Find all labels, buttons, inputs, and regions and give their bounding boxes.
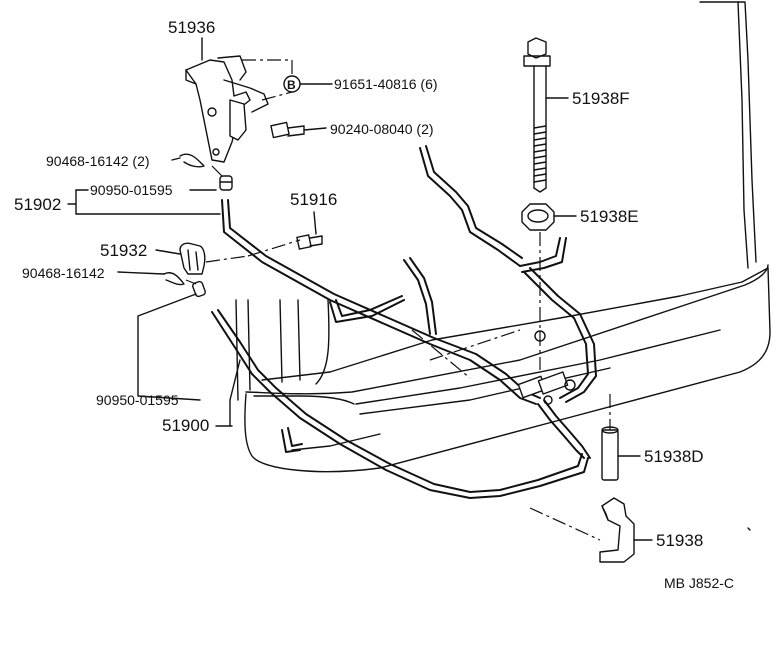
label-51900: 51900 xyxy=(162,416,209,435)
bracket-51936-icon xyxy=(185,37,269,163)
callout-b-letter: B xyxy=(287,78,296,92)
bolt-51916-icon xyxy=(247,211,323,257)
bolt-thread xyxy=(533,125,547,183)
tick-mark xyxy=(747,527,751,531)
label-90468-lower: 90468-16142 xyxy=(22,265,105,281)
label-90950-upper: 90950-01595 xyxy=(90,182,173,198)
label-90950-lower: 90950-01595 xyxy=(96,392,179,408)
label-51902: 51902 xyxy=(14,195,61,214)
labels: 51936 91651-40816 (6) 90240-08040 (2) 90… xyxy=(14,18,734,591)
pipe-51938D-icon xyxy=(601,394,641,481)
label-51938: 51938 xyxy=(656,531,703,550)
nut-51938E-icon xyxy=(521,203,577,370)
label-51938D: 51938D xyxy=(644,447,704,466)
label-51938F: 51938F xyxy=(572,89,630,108)
bolt-91651-callout: B xyxy=(242,59,333,101)
label-51916: 51916 xyxy=(290,190,337,209)
label-91651: 91651-40816 (6) xyxy=(334,76,438,92)
center-latch-fitting xyxy=(517,371,576,405)
grommet-90950-lower-icon xyxy=(137,279,206,401)
label-51938E: 51938E xyxy=(580,207,639,226)
clamp-51932-icon xyxy=(155,242,249,275)
label-90240: 90240-08040 (2) xyxy=(330,121,434,137)
label-90468-upper: 90468-16142 (2) xyxy=(46,153,150,169)
footer-code: MB J852-C xyxy=(664,575,734,591)
clip-90468-upper-icon xyxy=(171,153,205,168)
carrier-frame-51900 xyxy=(211,145,597,499)
label-51936: 51936 xyxy=(168,18,215,37)
carrier-51900-leader xyxy=(215,359,241,427)
clip-90468-lower-icon xyxy=(117,271,185,286)
bracket-51902-leader xyxy=(67,189,221,215)
bolt-51938F-icon xyxy=(523,37,569,193)
grommet-90950-upper-icon xyxy=(189,165,233,191)
bracket-51938-icon xyxy=(529,497,653,563)
label-51932: 51932 xyxy=(100,241,147,260)
screw-90240-icon xyxy=(270,121,327,139)
